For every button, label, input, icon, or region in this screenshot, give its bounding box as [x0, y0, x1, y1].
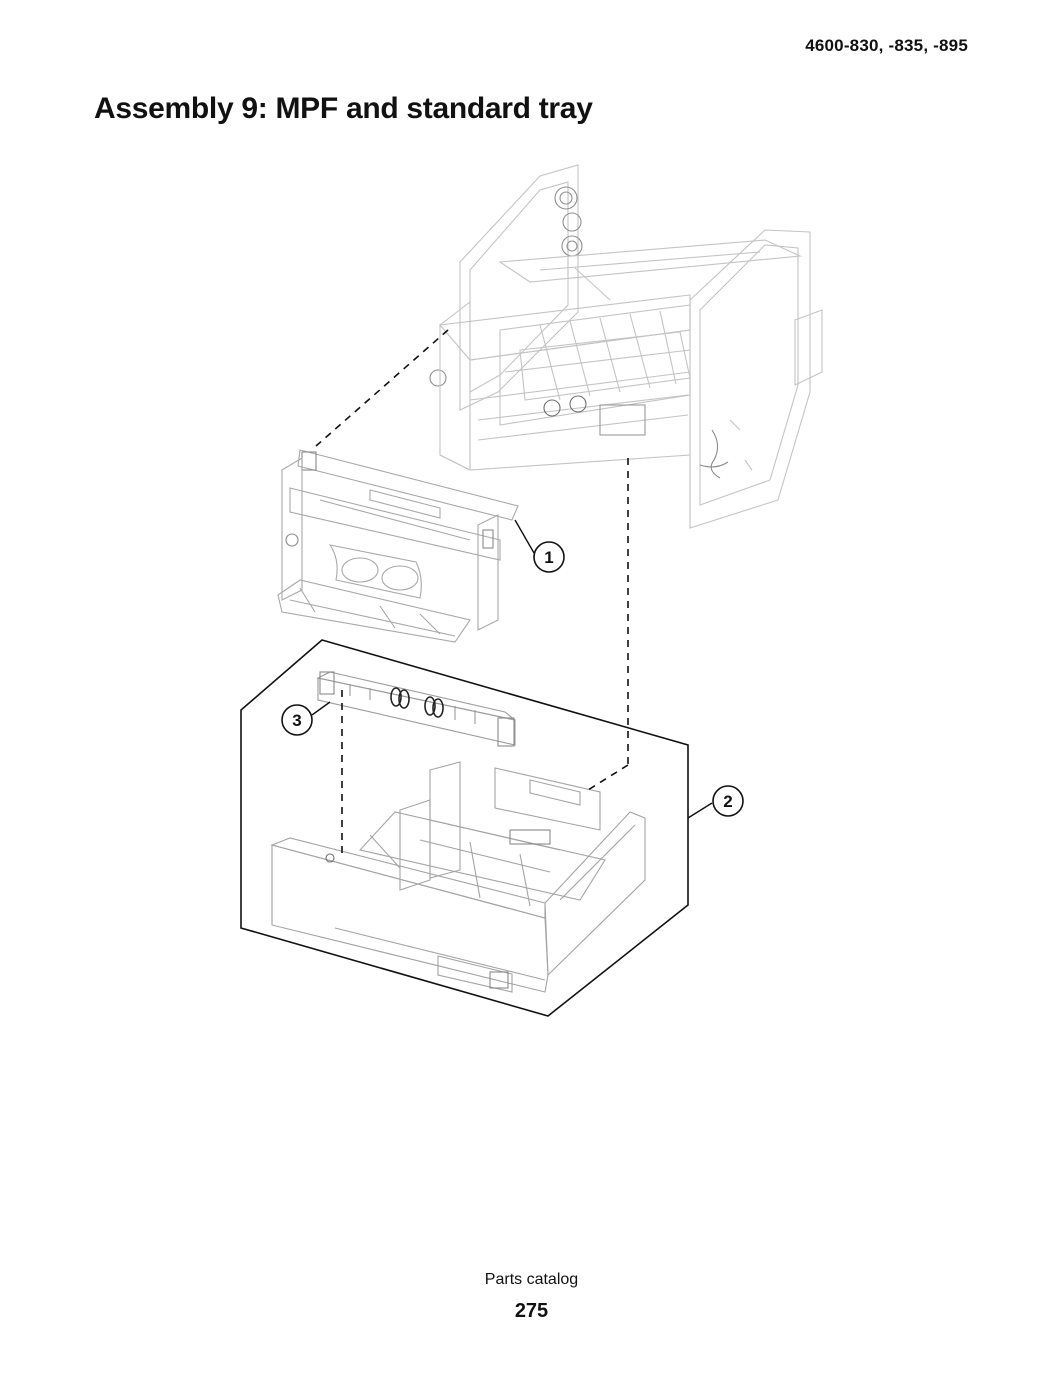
separator-assembly-illustration	[316, 671, 516, 747]
callout-leaders	[311, 519, 713, 819]
separator-rollers	[390, 687, 444, 718]
callout-3: 3	[281, 704, 313, 736]
footer-section-label: Parts catalog	[484, 1271, 579, 1288]
callout-1-label: 1	[544, 548, 553, 567]
callout-1: 1	[533, 541, 565, 573]
model-number: 4600-830, -835, -895	[805, 36, 968, 55]
tray-group-outline	[240, 639, 689, 1017]
page-title: Assembly 9: MPF and standard tray	[94, 92, 593, 125]
callout-2: 2	[712, 785, 744, 817]
mpf-assembly-illustration	[277, 449, 519, 643]
callout-2-label: 2	[723, 792, 732, 811]
assembly-guide-lines	[315, 329, 629, 858]
callout-3-label: 3	[292, 711, 301, 730]
printer-frame-illustration	[429, 164, 823, 529]
standard-tray-illustration	[270, 761, 646, 993]
page-number: 275	[514, 1300, 549, 1322]
